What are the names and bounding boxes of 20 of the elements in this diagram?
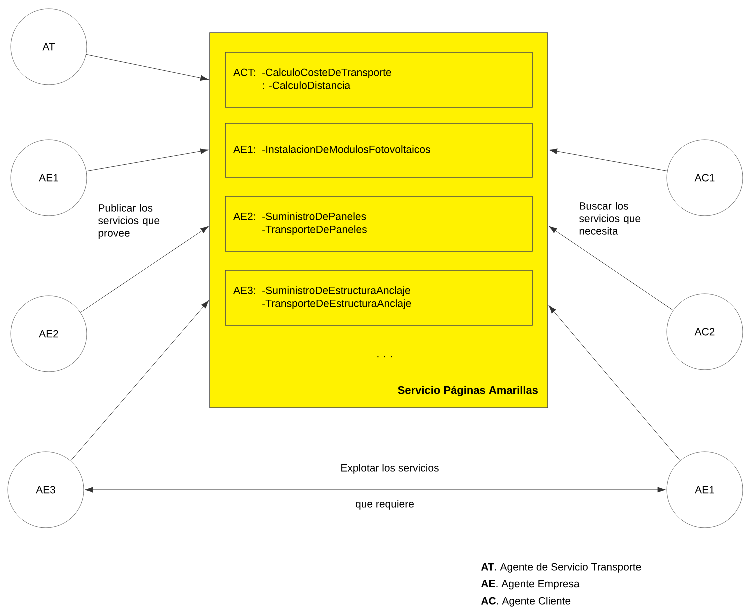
arrow xyxy=(86,148,209,172)
service-box: AE3: -SuministroDeEstructuraAnclaje -TransporteDeEstructuraAnclaje xyxy=(225,270,533,326)
service-box: ACT: -CalculoCosteDeTransporte : -CalculoDistancia xyxy=(225,52,533,108)
arrow xyxy=(80,226,209,313)
annotation-text: Buscar los servicios que necesita xyxy=(580,202,641,235)
arrow xyxy=(86,54,209,81)
arrow xyxy=(548,306,681,462)
arrow xyxy=(70,300,210,462)
annotation-text: Explotar los servicios xyxy=(342,464,439,474)
arrow xyxy=(85,487,666,493)
legend-entry: AE. Agente Empresa xyxy=(481,580,580,590)
annotation-text: Publicar los servicios que provee xyxy=(98,204,160,239)
service-box: AE2: -SuministroDePaneles -TransporteDePaneles xyxy=(225,196,533,252)
annotation-text: que requiere xyxy=(356,500,414,510)
arrow xyxy=(549,148,668,172)
arrow xyxy=(549,226,674,311)
legend-entry: AT. Agente de Servicio Transporte xyxy=(481,563,642,573)
legend-entry: AC. Agente Cliente xyxy=(481,597,571,607)
ellipsis: . . . xyxy=(378,356,392,358)
service-box: AE1: -InstalacionDeModulosFotovoltaicos xyxy=(225,123,533,178)
